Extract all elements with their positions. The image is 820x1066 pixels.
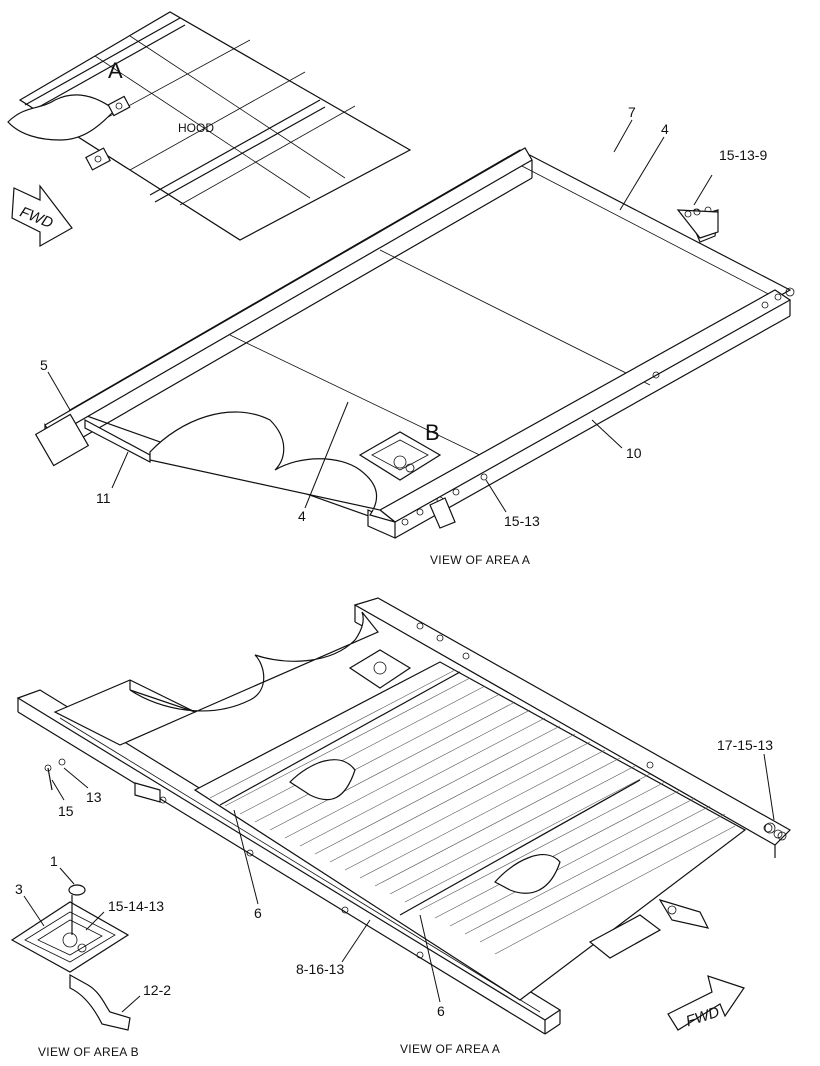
view-area-b-drawing: [10, 884, 131, 1031]
callout-11: 11: [96, 490, 111, 506]
caption-view-area-a-top: VIEW OF AREA A: [430, 553, 530, 567]
area-a-label: A: [108, 58, 123, 83]
callout-6-left: 6: [254, 905, 262, 921]
view-b-callouts: 1 3 15-14-13 12-2: [15, 853, 171, 998]
view-b-leaders: [23, 867, 141, 1013]
overview-hood-drawing: A HOOD: [7, 11, 412, 241]
callout-6-right: 6: [437, 1003, 445, 1019]
view-top-callouts: 7 4 15-13-9 5 11 4 10 15-13: [40, 104, 767, 529]
fwd-arrow-icon-bottom: FWD: [667, 975, 745, 1031]
callout-5: 5: [40, 357, 48, 373]
view-area-a-top-drawing: B: [34, 147, 795, 539]
view-top-leaders: [47, 119, 713, 513]
fwd-arrow-icon: FWD: [11, 184, 73, 248]
caption-view-area-b: VIEW OF AREA B: [38, 1045, 139, 1059]
callout-10: 10: [626, 445, 642, 461]
callout-15-13-9: 15-13-9: [719, 147, 767, 163]
callout-15-14-13: 15-14-13: [108, 898, 164, 914]
callout-12-2: 12-2: [143, 982, 171, 998]
callout-1: 1: [50, 853, 58, 869]
callout-7: 7: [628, 104, 636, 120]
callout-3: 3: [15, 881, 23, 897]
callout-15: 15: [58, 803, 74, 819]
callout-13: 13: [86, 789, 102, 805]
view-area-a-bottom-drawing: [16, 597, 791, 1035]
callout-17-15-13: 17-15-13: [717, 737, 773, 753]
callout-15-13: 15-13: [504, 513, 540, 529]
callout-4-bottom: 4: [298, 508, 306, 524]
callout-8-16-13: 8-16-13: [296, 961, 344, 977]
view-bottom-leaders: [51, 753, 775, 1003]
view-bottom-callouts: 17-15-13 15 13 6 6 8-16-13: [58, 737, 773, 1019]
hood-label: HOOD: [178, 121, 214, 135]
area-b-marker: B: [425, 420, 440, 445]
caption-view-area-a-bottom: VIEW OF AREA A: [400, 1042, 500, 1056]
callout-4-top: 4: [661, 121, 669, 137]
